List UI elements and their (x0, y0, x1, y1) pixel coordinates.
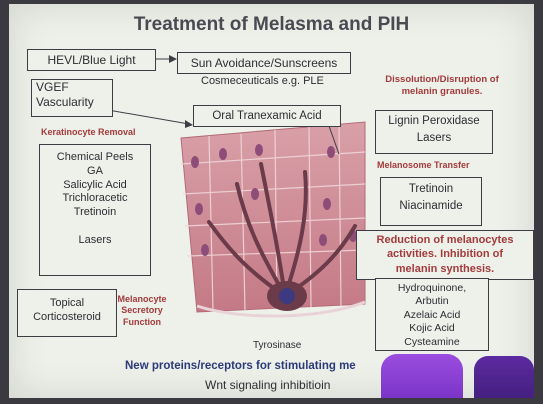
dissolution-line-2: melanin granules. (401, 86, 483, 98)
sun-avoidance-text: Sun Avoidance/Sunscreens (190, 56, 338, 70)
secretory-line-2: Secretory (121, 305, 163, 316)
tretinoin-line: Tretinoin (73, 206, 117, 218)
niacinamide-line: Niacinamide (399, 199, 463, 212)
kojic-acid-line: Kojic Acid (409, 322, 455, 335)
wnt-line: Wnt signaling inhibitioin (205, 378, 331, 392)
reduction-line-3: melanin synthesis. (395, 262, 495, 275)
hydroquinone-line: Hydroquinone, (397, 282, 467, 294)
cosmeceuticals-text: Cosmeceuticals e.g. PLE (201, 75, 324, 87)
cysteamine-line: Cysteamine (404, 335, 460, 348)
melanosome-box: Tretinoin Niacinamide (380, 177, 482, 226)
secretory-line-3: Function (123, 316, 161, 327)
slide-title: Treatment of Melasma and PIH (133, 14, 410, 35)
secretory-heading: Melanocyte Secretory Function (117, 294, 167, 328)
dissolution-line-1: Dissolution/Disruption of (385, 74, 499, 85)
chemical-peels-line: Chemical Peels (56, 151, 134, 163)
presentation-slide: Treatment of Melasma and PIH (9, 4, 534, 398)
secretory-line-1: Melanocyte (117, 294, 167, 304)
arbutin-line: Arbutin (415, 295, 449, 308)
dissolution-heading: Dissolution/Disruption of melanin granul… (367, 74, 517, 99)
topical-line: Topical (49, 297, 85, 309)
vascularity-line: Vascularity (36, 95, 94, 109)
corticosteroid-line: Corticosteroid (33, 311, 101, 324)
hydroquinone-box: Hydroquinone, Arbutin Azelaic Acid Kojic… (375, 278, 489, 351)
oral-tranexamic-box: Oral Tranexamic Acid (193, 105, 341, 127)
melanosome-heading: Melanosome Transfer (377, 160, 470, 170)
tretinoin-transfer-line: Tretinoin (408, 183, 454, 195)
trichloracetic-line: Trichloracetic (62, 192, 128, 205)
reduction-line-2: activities. Inhibition of (386, 248, 504, 261)
oral-tranexamic-text: Oral Tranexamic Acid (212, 110, 322, 122)
melanocyte-illustration (107, 55, 366, 318)
proteins-line: New proteins/receptors for stimulating m… (125, 360, 356, 372)
reduction-line-1: Reduction of melanocytes (376, 234, 514, 246)
azelaic-acid-line: Azelaic Acid (403, 308, 461, 321)
foreground-chair-right (474, 356, 534, 398)
lignin-lasers-line: Lasers (416, 131, 452, 144)
lignin-box: Lignin Peroxidase Lasers (375, 110, 493, 154)
sun-avoidance-box: Sun Avoidance/Sunscreens (177, 52, 351, 74)
vgef-line: VGEF (36, 80, 69, 94)
spacer (40, 220, 150, 234)
salicylic-acid-line: Salicylic Acid (63, 178, 127, 191)
keratinocyte-box: Chemical Peels GA Salicylic Acid Trichlo… (39, 144, 151, 276)
lignin-line: Lignin Peroxidase (388, 115, 480, 127)
tyrosinase-label: Tyrosinase (253, 340, 302, 351)
reduction-box: Reduction of melanocytes activities. Inh… (356, 230, 534, 280)
foreground-chair-left (381, 354, 463, 398)
ga-line: GA (87, 164, 103, 177)
keratinocyte-heading: Keratinocyte Removal (41, 127, 136, 137)
lasers-line: Lasers (78, 233, 112, 246)
topical-box: Topical Corticosteroid (17, 289, 117, 337)
hevl-box: HEVL/Blue Light (27, 49, 156, 71)
hevl-text: HEVL/Blue Light (47, 53, 136, 67)
vgef-box: VGEF Vascularity (31, 79, 113, 117)
